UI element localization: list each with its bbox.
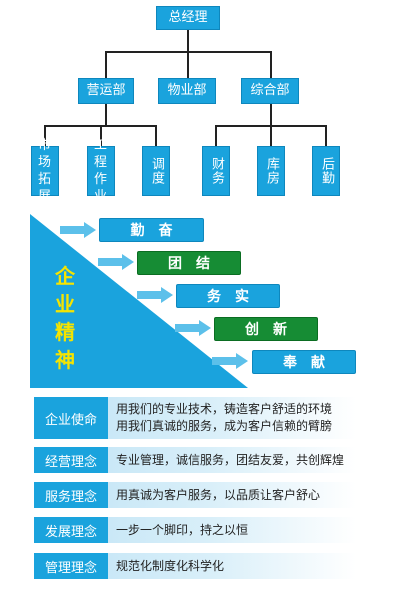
arrow-right-icon [137,287,173,303]
connector [187,30,189,52]
department-box-property: 物业部 [158,78,216,104]
connector [105,51,107,79]
spirit-value-diligence: 勤奋 [99,218,204,242]
arrow-right-icon [212,353,248,369]
connector [187,51,189,79]
connector [105,104,107,126]
philosophy-row-management: 管理理念 规范化制度化科学化 [34,553,356,579]
connector [100,125,102,147]
philosophy-text: 专业管理，诚信服务，团结友爱，共创辉煌 [116,452,345,467]
unit-box-warehouse: 库房 [257,146,285,196]
connector [215,125,217,147]
department-box-operations: 营运部 [78,78,134,104]
philosophy-label: 服务理念 [34,482,108,508]
unit-box-dispatch: 调度 [142,146,170,196]
philosophy-row-business: 经营理念 专业管理，诚信服务，团结友爱，共创辉煌 [34,447,356,473]
spirit-triangle [30,214,248,388]
spirit-value-unity: 团结 [137,251,241,275]
philosophy-text: 规范化制度化科学化 [116,558,225,573]
philosophy-label: 经营理念 [34,447,108,473]
unit-box-logistics: 后勤 [312,146,340,196]
philosophy-text: 用我们的专业技术，铸造客户舒适的环境 用我们真诚的服务，成为客户信赖的臂膀 [116,402,333,433]
spirit-title-char: 企 [55,264,75,288]
spirit-title-char: 业 [55,292,75,316]
unit-box-market: 市场 拓展 [31,138,59,204]
connector [155,125,157,147]
arrow-right-icon [60,222,96,238]
spirit-value-dedication: 奉献 [252,350,356,374]
philosophy-label: 企业使命 [34,397,108,439]
spirit-value-pragmatism: 务实 [176,284,280,308]
philosophy-label: 管理理念 [34,553,108,579]
spirit-value-innovation: 创新 [214,317,318,341]
connector [270,125,272,147]
connector [270,51,272,79]
philosophy-text: 用真诚为客户服务，以品质让客户舒心 [116,487,321,502]
unit-box-finance: 财务 [202,146,230,196]
philosophy-row-service: 服务理念 用真诚为客户服务，以品质让客户舒心 [34,482,356,508]
department-box-general: 综合部 [241,78,299,104]
ceo-box: 总经理 [156,6,220,30]
connector [325,125,327,147]
spirit-title-char: 神 [55,348,75,372]
arrow-right-icon [175,320,211,336]
philosophy-row-development: 发展理念 一步一个脚印，持之以恒 [34,517,356,543]
arrow-right-icon [98,254,134,270]
philosophy-label: 发展理念 [34,517,108,543]
spirit-title-char: 精 [55,320,75,344]
philosophy-row-mission: 企业使命 用我们的专业技术，铸造客户舒适的环境 用我们真诚的服务，成为客户信赖的… [34,397,356,439]
connector [44,125,46,147]
connector [270,104,272,126]
philosophy-text: 一步一个脚印，持之以恒 [116,522,249,537]
